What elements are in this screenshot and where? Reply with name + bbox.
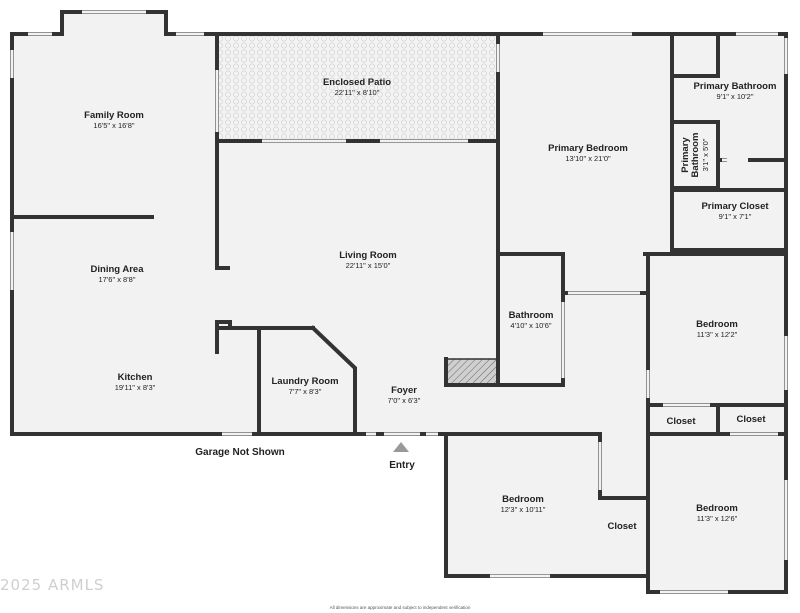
closet-b-name: Closet [736, 414, 766, 425]
laundry-room-name: Laundry Room [271, 376, 338, 387]
primary-bathroom-name: Primary Bathroom [694, 81, 777, 92]
bedroom-right-top-name: Bedroom [696, 319, 738, 330]
entry-label: Entry [389, 460, 415, 471]
primary-bathroom-small-dims: 3'1" x 5'0" [701, 138, 710, 171]
bathroom-name: Bathroom [509, 310, 554, 321]
family-room-name: Family Room [84, 110, 144, 121]
primary-bedroom-dims: 13'10" x 21'0" [565, 154, 611, 163]
floor-fill [12, 12, 786, 592]
entry-arrow-icon [393, 442, 409, 452]
closet-c-name: Closet [607, 521, 637, 532]
primary-bedroom-name: Primary Bedroom [548, 143, 628, 154]
laundry-room-dims: 7'7" x 8'3" [289, 387, 322, 396]
primary-bathroom-dims: 9'1" x 10'2" [717, 92, 754, 101]
bedroom-bottom-mid-dims: 12'3" x 10'11" [501, 505, 546, 514]
disclaimer: All dimensions are approximate and subje… [330, 605, 471, 610]
enclosed-patio-name: Enclosed Patio [323, 77, 391, 88]
windows [10, 10, 788, 594]
foyer-dims: 7'0" x 6'3" [388, 396, 421, 405]
enclosed-patio-dims: 22'11" x 8'10" [335, 88, 380, 97]
kitchen-dims: 19'11" x 8'3" [115, 383, 156, 392]
kitchen-name: Kitchen [118, 372, 153, 383]
dining-area-dims: 17'6" x 8'8" [99, 275, 136, 284]
garage-note: Garage Not Shown [195, 447, 284, 458]
foyer-name: Foyer [391, 385, 417, 396]
primary-bathroom-small-label: Primary Bathroom 3'1" x 5'0" [680, 133, 710, 178]
stair-hatch [446, 358, 499, 386]
patio-floor [217, 34, 498, 141]
primary-bathroom-small-line2: Bathroom [690, 133, 701, 178]
bedroom-right-top-dims: 11'3" x 12'2" [697, 330, 738, 339]
primary-bathroom-small-line1: Primary [680, 137, 691, 173]
window-frames [82, 10, 728, 594]
bedroom-bottom-right-dims: 11'3" x 12'6" [697, 514, 738, 523]
watermark: 2025 ARMLS [0, 576, 104, 594]
family-room-dims: 16'5" x 16'8" [93, 121, 134, 130]
closet-a-name: Closet [666, 416, 696, 427]
living-room-name: Living Room [339, 250, 397, 261]
bedroom-bottom-mid-name: Bedroom [502, 494, 544, 505]
primary-closet-name: Primary Closet [701, 201, 769, 212]
dining-area-name: Dining Area [91, 264, 145, 275]
primary-closet-dims: 9'1" x 7'1" [719, 212, 752, 221]
bathroom-dims: 4'10" x 10'6" [510, 321, 551, 330]
living-room-dims: 22'11" x 15'0" [346, 261, 391, 270]
bedroom-bottom-right-name: Bedroom [696, 503, 738, 514]
